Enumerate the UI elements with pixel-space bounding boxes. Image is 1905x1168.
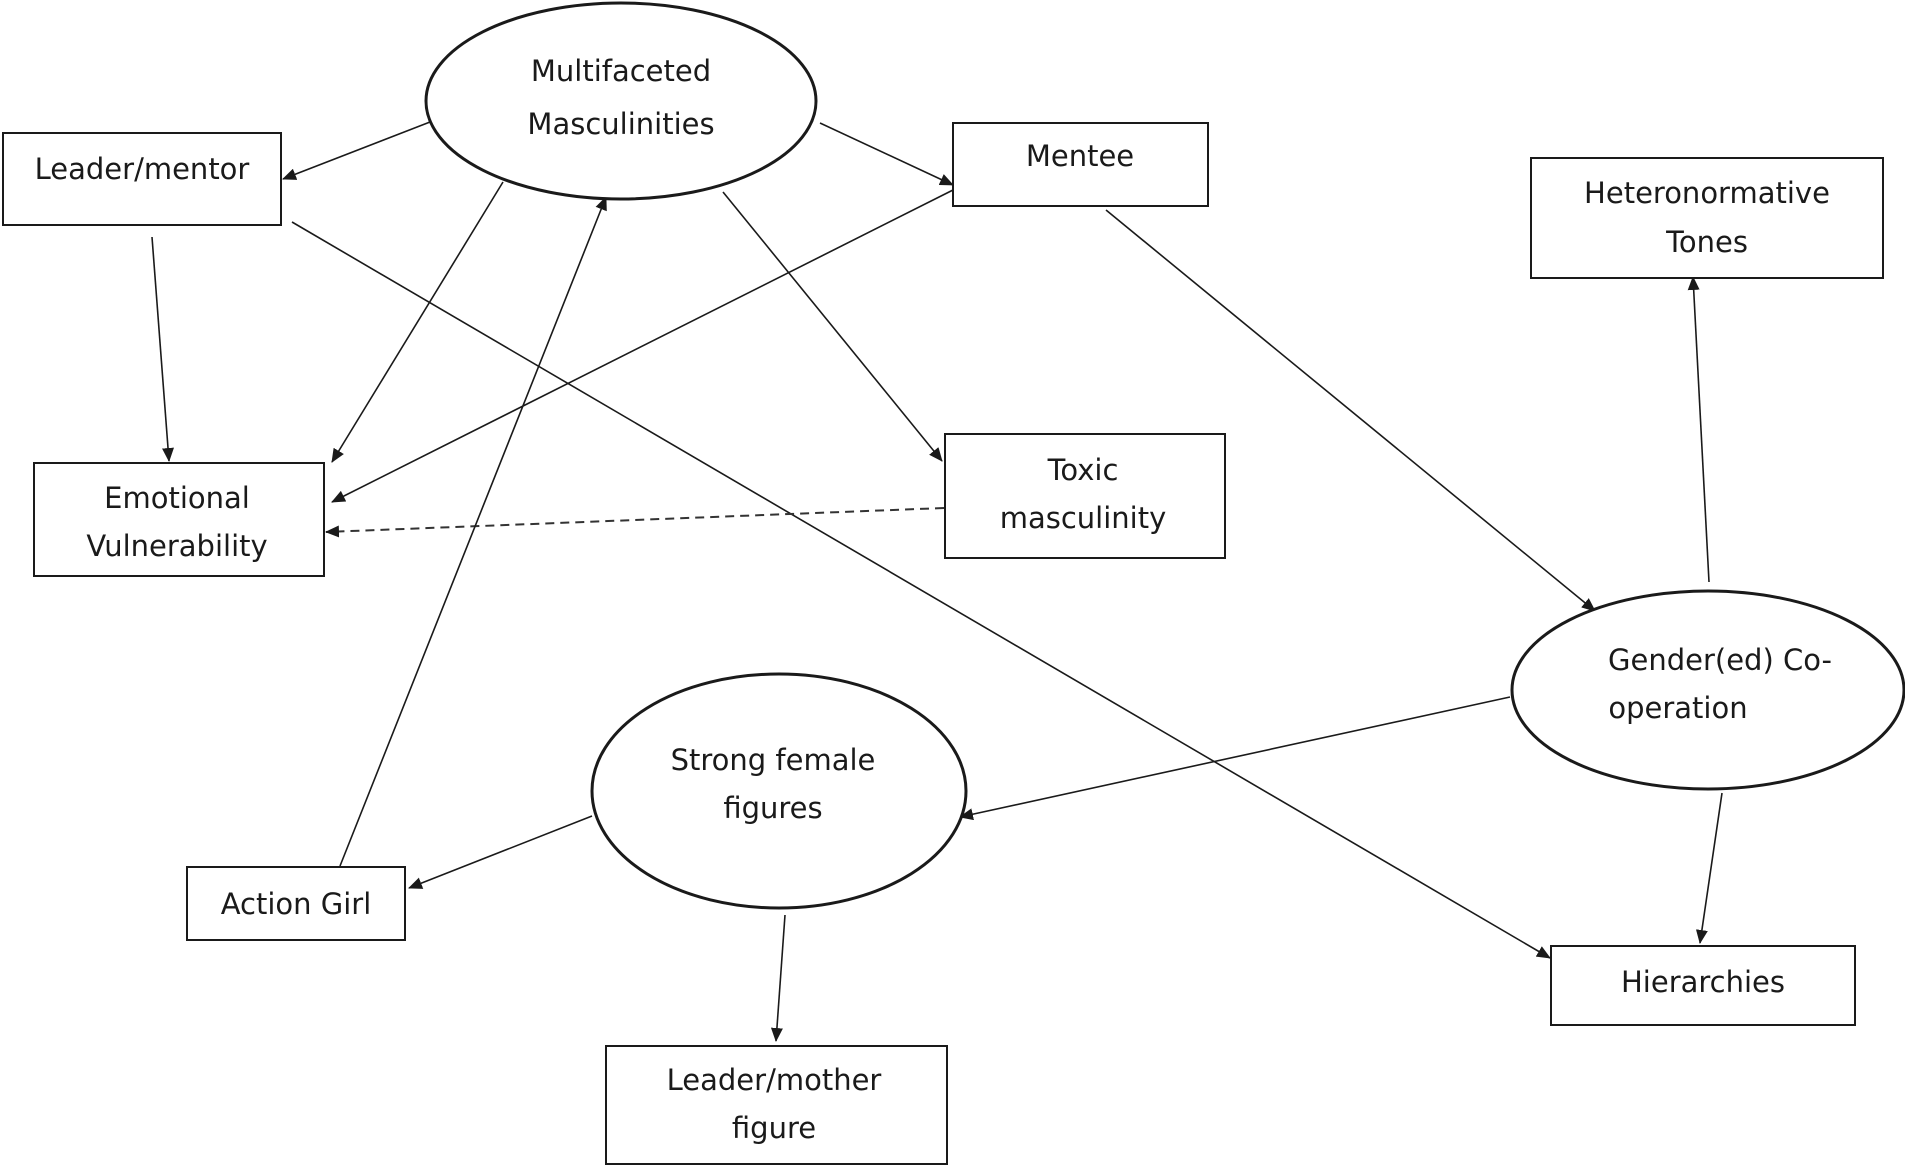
- node-label-line: figures: [723, 791, 822, 825]
- edge-toxic-masculinity-to-emotional-vulnerability: [325, 507, 945, 538]
- node-label-line: Multifaceted: [531, 54, 711, 88]
- edge-leader-mentor-to-hierarchies: [291, 221, 1551, 959]
- node-label-line: Heteronormative: [1584, 176, 1830, 210]
- node-multifaceted-masculinities: Multifaceted Masculinities: [424, 1, 818, 201]
- node-label-line: Tones: [1665, 225, 1748, 259]
- node-label-line: Mentee: [1026, 139, 1134, 173]
- node-label-line: Toxic: [1047, 453, 1119, 487]
- edge-leader-mentor-to-emotional-vulnerability: [151, 236, 174, 462]
- node-toxic-masculinity: Toxic masculinity: [944, 433, 1226, 559]
- node-gendered-cooperation: Gender(ed) Co- operation: [1510, 589, 1905, 791]
- node-mentee: Mentee: [952, 122, 1209, 207]
- node-strong-female-figures: Strong female figures: [590, 672, 968, 910]
- node-leader-mentor: Leader/mentor: [2, 132, 282, 226]
- node-label-line: Strong female: [671, 743, 876, 777]
- edge-gendered-cooperation-to-hierarchies: [1695, 792, 1723, 944]
- edge-multifaceted-to-emotional-vulnerability: [331, 181, 504, 463]
- node-label-line: masculinity: [1000, 501, 1167, 535]
- node-label-line: Gender(ed) Co-: [1608, 643, 1832, 677]
- edge-strong-female-figures-to-leader-mother: [770, 914, 786, 1042]
- edge-multifaceted-to-toxic-masculinity: [722, 191, 943, 462]
- node-label-line: Emotional: [104, 481, 250, 515]
- node-label-line: Leader/mother: [667, 1063, 882, 1097]
- node-label-line: Action Girl: [221, 887, 372, 921]
- node-label-line: Hierarchies: [1621, 965, 1785, 999]
- node-label-line: operation: [1608, 691, 1747, 725]
- node-label-line: Masculinities: [527, 107, 714, 141]
- node-emotional-vulnerability: Emotional Vulnerability: [33, 462, 325, 577]
- edge-multifaceted-to-leader-mentor: [282, 121, 431, 180]
- node-action-girl: Action Girl: [186, 866, 406, 941]
- node-heteronormative-tones: Heteronormative Tones: [1530, 157, 1884, 279]
- edge-gendered-cooperation-to-strong-female-figures: [959, 696, 1511, 821]
- edge-gendered-cooperation-to-heteronormative-tones: [1687, 276, 1710, 583]
- node-label-line: Vulnerability: [86, 529, 267, 563]
- edge-mentee-to-emotional-vulnerability: [331, 189, 954, 503]
- node-leader-mother-figure: Leader/mother figure: [605, 1045, 948, 1165]
- node-label-line: Leader/mentor: [35, 152, 250, 186]
- node-hierarchies: Hierarchies: [1550, 945, 1856, 1026]
- edge-action-girl-to-multifaceted: [339, 196, 607, 867]
- edges: [151, 121, 1723, 1042]
- edge-strong-female-figures-to-action-girl: [408, 815, 593, 889]
- edge-mentee-to-gendered-cooperation: [1105, 209, 1596, 612]
- node-label-line: figure: [732, 1111, 816, 1145]
- edge-multifaceted-to-mentee: [819, 122, 954, 186]
